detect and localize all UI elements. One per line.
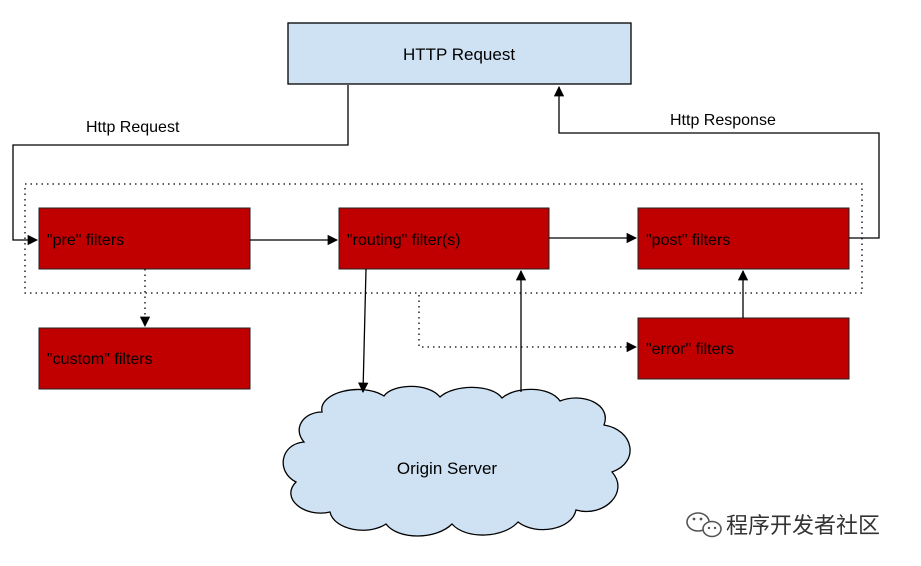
custom-filters-label: "custom" filters	[47, 351, 153, 368]
routing-filters-node: "routing" filter(s)	[338, 207, 550, 270]
http-request-label: HTTP Request	[403, 45, 515, 64]
post-filters-label: "post" filters	[646, 232, 730, 249]
origin-server-node: Origin Server	[282, 385, 631, 537]
wechat-icon	[686, 512, 722, 538]
watermark-text: 程序开发者社区	[726, 514, 880, 539]
edge-http-response: Http Response	[553, 85, 880, 239]
post-filters-node: "post" filters	[637, 207, 850, 270]
edge-http-response-label: Http Response	[670, 112, 776, 129]
error-filters-node: "error" filters	[637, 317, 850, 380]
edge-routing-to-error	[418, 295, 638, 353]
origin-server-label: Origin Server	[397, 459, 497, 478]
pre-filters-node: "pre" filters	[38, 207, 251, 270]
custom-filters-node: "custom" filters	[38, 327, 251, 390]
pre-filters-label: "pre" filters	[47, 232, 124, 249]
edge-http-request-label: Http Request	[86, 119, 180, 136]
edge-http-request: Http Request	[12, 85, 349, 246]
routing-filters-label: "routing" filter(s)	[347, 232, 461, 249]
http-request-node: HTTP Request	[287, 22, 632, 85]
error-filters-label: "error" filters	[646, 341, 734, 358]
watermark: 程序开发者社区	[686, 512, 880, 539]
edge-routing-to-origin	[358, 268, 369, 394]
